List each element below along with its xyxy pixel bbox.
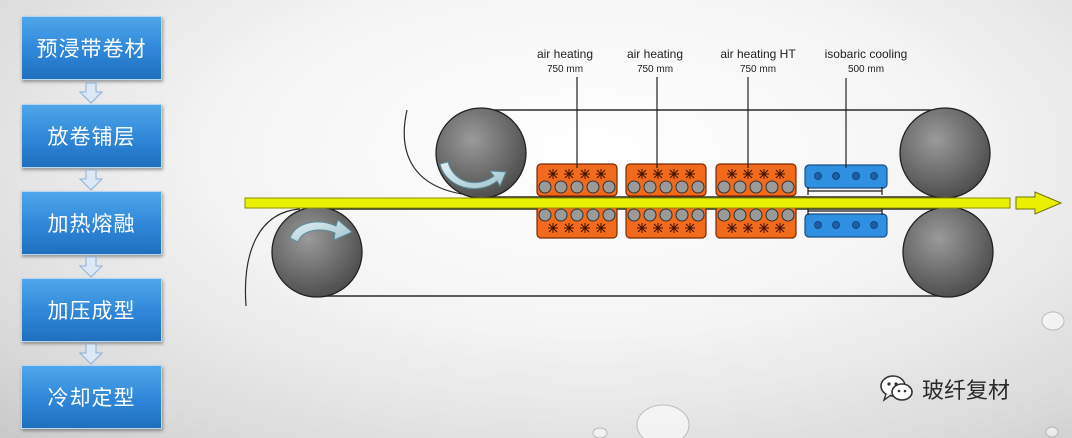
heating-module [715, 205, 797, 239]
step-box-5: 冷却定型 [21, 365, 162, 429]
heating-module [625, 163, 707, 197]
zone-label: air heating HT [720, 47, 796, 61]
roller-upper-right [899, 107, 991, 199]
zone-label: air heating [537, 47, 593, 61]
down-arrow-icon [79, 169, 103, 191]
step-box-4: 加压成型 [21, 278, 162, 342]
down-arrow-icon [79, 343, 103, 365]
wechat-icon [880, 375, 913, 402]
water-drop-decoration [592, 311, 1065, 438]
step-box-1: 预浸带卷材 [21, 16, 162, 80]
rotation-arrow-icon [439, 161, 507, 189]
step-box-2: 放卷铺层 [21, 104, 162, 168]
upper-feed-line [403, 109, 463, 195]
lower-feed-line [244, 208, 301, 307]
heating-module [715, 163, 797, 197]
zone-length: 750 mm [740, 64, 776, 75]
output-arrow-icon [1015, 191, 1063, 215]
composite-tape [244, 197, 1011, 209]
roller-lower-left [271, 206, 363, 298]
zone-label: isobaric cooling [825, 47, 908, 61]
heating-module [536, 163, 618, 197]
heating-zones [536, 163, 797, 239]
heating-module [536, 205, 618, 239]
down-arrow-icon [79, 82, 103, 104]
upper-belt [481, 109, 945, 198]
zone-label: air heating [627, 47, 683, 61]
step-box-3: 加热熔融 [21, 191, 162, 255]
cooling-zone [804, 164, 888, 238]
zone-length: 750 mm [637, 64, 673, 75]
roller-lower-right [902, 206, 994, 298]
watermark-text: 玻纤复材 [922, 379, 1011, 404]
rotation-arrow-icon [289, 219, 353, 243]
zone-length: 500 mm [848, 64, 884, 75]
watermark: 玻纤复材 [880, 372, 1010, 406]
zone-length: 750 mm [547, 64, 583, 75]
down-arrow-icon [79, 256, 103, 278]
heating-module [625, 205, 707, 239]
